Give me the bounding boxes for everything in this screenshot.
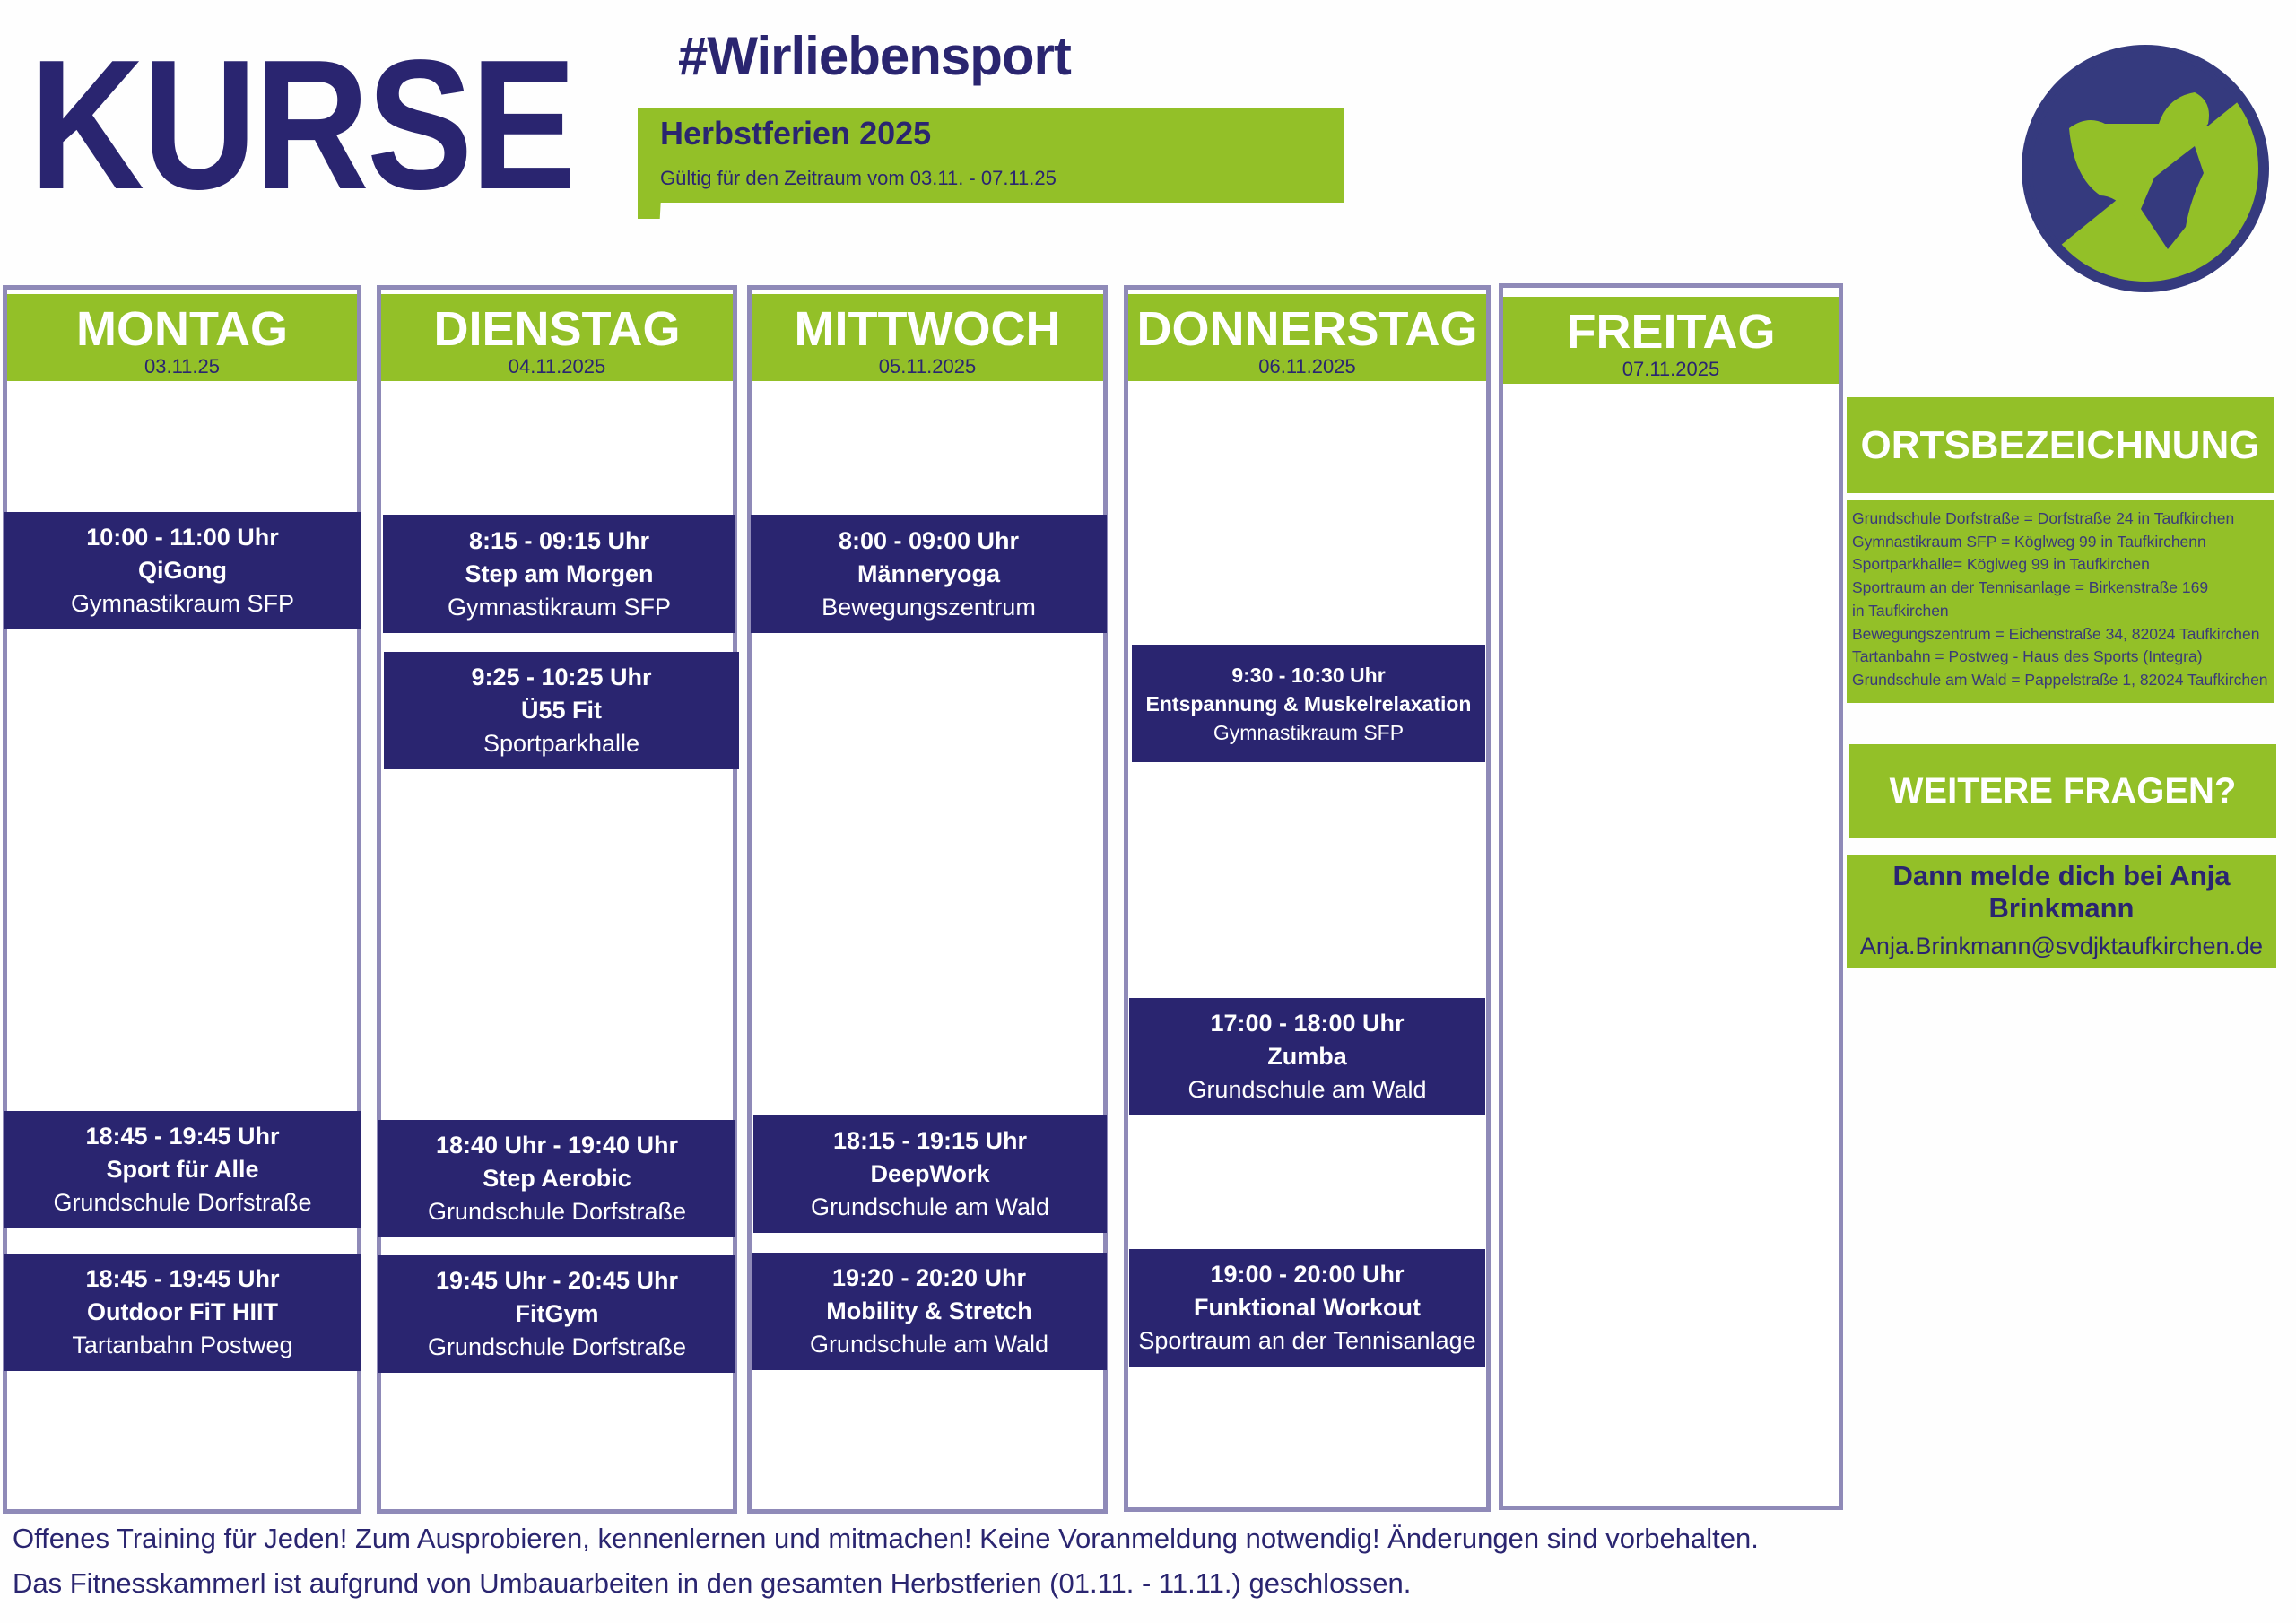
course-time: 19:00 - 20:00 Uhr [1210, 1261, 1405, 1288]
course-place: Grundschule am Wald [810, 1193, 1050, 1220]
contact-box: Dann melde dich bei Anja Brinkmann Anja.… [1847, 855, 2276, 968]
course-card: 19:20 - 20:20 Uhr Mobility & Stretch Gru… [752, 1253, 1107, 1370]
contact-text: Dann melde dich bei Anja Brinkmann [1892, 860, 2231, 924]
course-place: Sportparkhalle [483, 730, 640, 757]
locations-list: Grundschule Dorfstraße = Dorfstraße 24 i… [1847, 500, 2274, 703]
day-date: 06.11.2025 [1258, 355, 1356, 378]
course-place: Grundschule Dorfstraße [427, 1333, 687, 1360]
location-line: Sportparkhalle= Köglweg 99 in Taufkirche… [1852, 555, 2150, 574]
course-place: Sportraum an der Tennisanlage [1138, 1327, 1476, 1354]
location-line: Grundschule am Wald = Pappelstraße 1, 82… [1852, 670, 2268, 689]
season-validity: Gültig für den Zeitraum vom 03.11. - 07.… [660, 167, 1057, 189]
course-name: Männeryoga [857, 560, 1001, 587]
location-line: Tartanbahn = Postweg - Haus des Sports (… [1852, 647, 2203, 666]
day-header: DIENSTAG 04.11.2025 [381, 294, 733, 381]
course-card: 18:40 Uhr - 19:40 Uhr Step Aerobic Grund… [378, 1120, 735, 1237]
day-name: MONTAG [76, 302, 288, 356]
day-column-friday: FREITAG 07.11.2025 [1499, 283, 1843, 1510]
course-name: Funktional Workout [1194, 1294, 1421, 1321]
course-name: Ü55 Fit [520, 697, 603, 724]
day-name: DIENSTAG [433, 302, 681, 356]
course-time: 18:15 - 19:15 Uhr [832, 1127, 1028, 1154]
course-name: Outdoor FiT HIIT [87, 1298, 278, 1325]
course-card: 9:30 - 10:30 Uhr Entspannung & Muskelrel… [1132, 645, 1485, 762]
hashtag: #Wirliebensport [678, 26, 1072, 86]
course-time: 17:00 - 18:00 Uhr [1210, 1010, 1405, 1037]
day-date: 03.11.25 [144, 355, 220, 378]
day-header: MONTAG 03.11.25 [7, 294, 357, 381]
day-header: DONNERSTAG 06.11.2025 [1128, 294, 1486, 381]
day-name: MITTWOCH [794, 302, 1061, 356]
course-name: FitGym [515, 1300, 599, 1327]
course-time: 18:40 Uhr - 19:40 Uhr [435, 1132, 679, 1159]
location-line: Bewegungszentrum = Eichenstraße 34, 8202… [1852, 624, 2260, 643]
course-card: 19:45 Uhr - 20:45 Uhr FitGym Grundschule… [378, 1255, 735, 1373]
day-date: 04.11.2025 [508, 355, 606, 378]
course-card: 8:15 - 09:15 Uhr Step am Morgen Gymnasti… [383, 515, 735, 633]
footer-note: Offenes Training für Jeden! Zum Ausprobi… [13, 1523, 1759, 1554]
course-place: Grundschule am Wald [809, 1331, 1049, 1358]
course-card: 18:15 - 19:15 Uhr DeepWork Grundschule a… [753, 1115, 1107, 1233]
locations-heading: ORTSBEZEICHNUNG [1847, 397, 2274, 493]
course-time: 19:20 - 20:20 Uhr [831, 1264, 1027, 1291]
course-card: 9:25 - 10:25 Uhr Ü55 Fit Sportparkhalle [384, 652, 739, 769]
day-date: 05.11.2025 [878, 355, 977, 378]
course-time: 8:15 - 09:15 Uhr [468, 526, 650, 554]
course-card: 19:00 - 20:00 Uhr Funktional Workout Spo… [1129, 1249, 1485, 1367]
course-name: Entspannung & Muskelrelaxation [1145, 691, 1472, 716]
course-name: DeepWork [870, 1160, 990, 1187]
course-name: QiGong [138, 557, 227, 584]
course-place: Gymnastikraum SFP [1213, 720, 1405, 744]
course-card: 17:00 - 18:00 Uhr Zumba Grundschule am W… [1129, 998, 1485, 1115]
day-date: 07.11.2025 [1622, 358, 1720, 380]
course-place: Tartanbahn Postweg [72, 1332, 293, 1358]
club-logo-icon [2022, 45, 2269, 292]
contact-email-link[interactable]: Anja.Brinkmann@svdjktaufkirchen.de [1859, 933, 2264, 959]
location-line: Sportraum an der Tennisanlage = Birkenst… [1852, 578, 2209, 597]
day-name: DONNERSTAG [1136, 302, 1478, 356]
course-time: 8:00 - 09:00 Uhr [838, 526, 1020, 554]
course-card: 18:45 - 19:45 Uhr Sport für Alle Grundsc… [4, 1111, 361, 1228]
footer-closure-note: Das Fitnesskammerl ist aufgrund von Umba… [13, 1567, 1412, 1599]
course-card: 10:00 - 11:00 Uhr QiGong Gymnastikraum S… [4, 512, 361, 629]
course-time: 10:00 - 11:00 Uhr [86, 524, 279, 551]
season-title: Herbstferien 2025 [660, 115, 932, 152]
course-name: Mobility & Stretch [826, 1298, 1032, 1324]
course-place: Grundschule Dorfstraße [427, 1198, 687, 1225]
course-time: 18:45 - 19:45 Uhr [85, 1265, 280, 1292]
course-time: 18:45 - 19:45 Uhr [85, 1123, 280, 1150]
page-title: KURSE [30, 22, 577, 228]
course-time: 9:25 - 10:25 Uhr [471, 664, 652, 690]
course-time: 19:45 Uhr - 20:45 Uhr [435, 1267, 679, 1294]
season-banner-tail [638, 197, 661, 219]
course-card: 8:00 - 09:00 Uhr Männeryoga Bewegungszen… [751, 515, 1107, 633]
season-banner [638, 108, 1344, 203]
course-place: Grundschule am Wald [1187, 1076, 1427, 1103]
course-place: Gymnastikraum SFP [70, 590, 295, 617]
course-time: 9:30 - 10:30 Uhr [1231, 663, 1386, 687]
course-card: 18:45 - 19:45 Uhr Outdoor FiT HIIT Tarta… [4, 1254, 361, 1371]
location-line: Grundschule Dorfstraße = Dorfstraße 24 i… [1852, 509, 2235, 527]
day-header: FREITAG 07.11.2025 [1503, 297, 1839, 384]
course-name: Step Aerobic [483, 1165, 631, 1192]
day-name: FREITAG [1566, 305, 1776, 359]
day-header: MITTWOCH 05.11.2025 [752, 294, 1103, 381]
course-place: Gymnastikraum SFP [447, 593, 672, 621]
course-name: Sport für Alle [106, 1156, 259, 1183]
questions-heading: WEITERE FRAGEN? [1849, 744, 2276, 838]
location-line: in Taufkirchen [1852, 601, 1949, 620]
course-name: Step am Morgen [465, 560, 654, 587]
course-place: Bewegungszentrum [822, 593, 1036, 621]
course-name: Zumba [1267, 1043, 1347, 1070]
course-place: Grundschule Dorfstraße [53, 1189, 312, 1216]
location-line: Gymnastikraum SFP = Köglweg 99 in Taufki… [1852, 532, 2206, 551]
